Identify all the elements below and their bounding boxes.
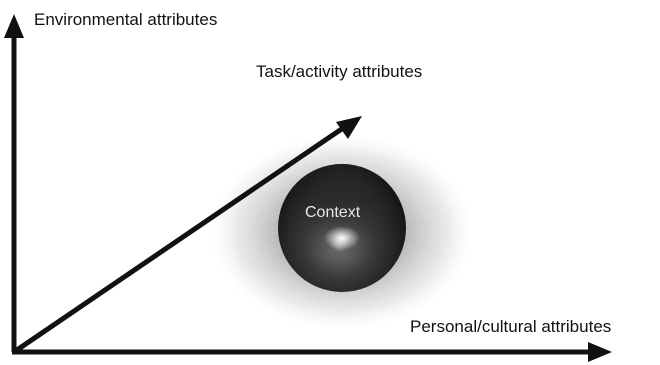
vertical-axis-arrow	[4, 14, 24, 352]
context-label: Context	[305, 204, 361, 221]
environmental-attributes-label: Environmental attributes	[34, 10, 218, 29]
context-sphere	[278, 164, 406, 292]
diagonal-axis-arrow	[12, 116, 362, 355]
sphere-highlight	[324, 226, 360, 250]
task-activity-attributes-label: Task/activity attributes	[256, 62, 423, 81]
personal-cultural-attributes-label: Personal/cultural attributes	[410, 317, 612, 336]
horizontal-axis-arrow	[12, 342, 612, 362]
